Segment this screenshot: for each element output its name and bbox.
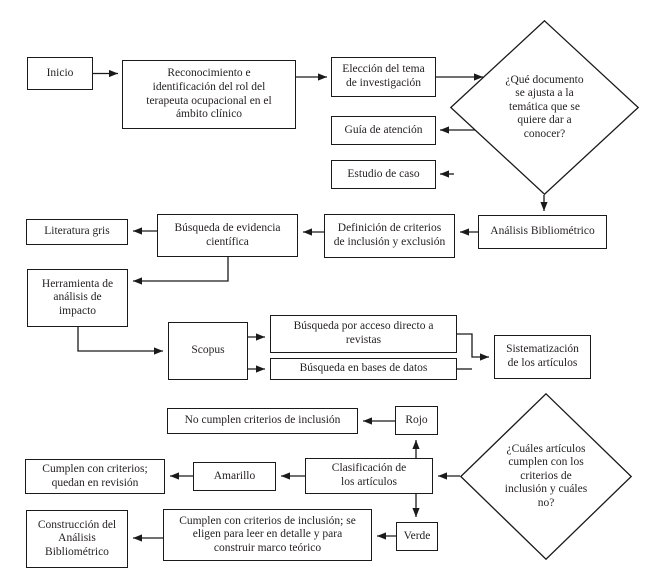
process-node-cumplen-revision: Cumplen con criterios; quedan en revisió…	[25, 459, 165, 494]
process-node-sistematizacion: Sistematización de los artículos	[494, 335, 591, 379]
node-label: Rojo	[405, 413, 428, 426]
arrowhead-e-decision-analisis	[540, 202, 548, 211]
arrowhead-e-clasificacion-verde	[412, 508, 420, 517]
arrowhead-e-reconocimiento-eleccion	[318, 73, 327, 81]
process-node-estudio-caso: Estudio de caso	[331, 160, 436, 189]
process-node-verde: Verde	[396, 522, 438, 551]
node-label: Herramienta de análisis de impacto	[41, 277, 114, 317]
arrowhead-e-detalle-construccion	[133, 534, 142, 542]
process-node-no-cumplen: No cumplen criterios de inclusión	[167, 408, 358, 434]
arrowhead-e-clasificacion-rojo	[412, 440, 420, 449]
arrowhead-e-rojo-nocumplen	[363, 417, 372, 425]
arrowhead-e-inicio-reconocimiento	[109, 69, 118, 78]
diamond-shape	[449, 19, 640, 196]
diamond-shape	[459, 392, 633, 561]
process-node-clasificacion: Clasificación de los artículos	[305, 458, 433, 494]
node-label: Cumplen con criterios de inclusión; se e…	[179, 514, 356, 554]
node-label: Búsqueda de evidencia científica	[174, 221, 281, 248]
process-node-guia-atencion: Guía de atención	[331, 116, 436, 145]
node-label: Clasificación de los artículos	[331, 462, 407, 488]
process-node-busqueda-evid: Búsqueda de evidencia científica	[157, 214, 298, 257]
arrowhead-e-decision2-clasificacion	[438, 472, 447, 480]
arrowhead-e-scopus-bases	[256, 365, 265, 373]
arrowhead-e-herramienta-scopus	[154, 347, 163, 355]
process-node-construccion: Construcción del Análisis Bibliométrico	[26, 510, 128, 568]
node-label: Sistematización de los artículos	[506, 343, 579, 369]
node-label: Elección del tema de investigación	[342, 63, 425, 89]
arrowhead-e-analisis-definicion	[460, 228, 469, 236]
arrowhead-e-eleccion-decision	[474, 73, 483, 81]
node-label: Scopus	[191, 344, 225, 357]
decision-node-decision-articulos: ¿Cuáles artículos cumplen con los criter…	[459, 392, 633, 561]
edge-e-herramienta-scopus	[77, 327, 163, 352]
arrowhead-e-revistas-sistematizacion	[480, 353, 489, 361]
node-label: Cumplen con criterios; quedan en revisió…	[42, 462, 148, 489]
process-node-analisis-biblio: Análisis Bibliométrico	[478, 215, 607, 249]
process-node-definicion-crit: Definición de criterios de inclusión y e…	[324, 214, 455, 258]
process-node-herramienta: Herramienta de análisis de impacto	[27, 269, 128, 327]
arrowhead-e-amarillo-cumplen	[170, 472, 179, 480]
node-label: Amarillo	[213, 469, 256, 482]
process-node-reconocimiento: Reconocimiento e identificación del rol …	[122, 60, 296, 129]
node-label: Guía de atención	[344, 123, 423, 136]
edge-e-busqueda-herramienta	[133, 257, 229, 282]
edge-e-revistas-sistematizacion	[457, 333, 489, 358]
arrowhead-e-verde-detalle	[377, 532, 386, 540]
arrowhead-e-scopus-revistas	[256, 333, 265, 341]
process-node-amarillo: Amarillo	[193, 462, 276, 491]
node-label: Reconocimiento e identificación del rol …	[146, 67, 272, 121]
arrowhead-e-definicion-busqueda	[303, 228, 312, 236]
process-node-scopus: Scopus	[168, 322, 248, 380]
arrowhead-e-decision-guia	[440, 126, 449, 134]
node-label: Literatura gris	[44, 225, 110, 238]
node-label: Inicio	[46, 66, 74, 79]
decision-node-decision-documento: ¿Qué documento se ajusta a la temática q…	[449, 19, 640, 196]
process-node-busq-bases: Búsqueda en bases de datos	[270, 358, 457, 380]
process-node-eleccion-tema: Elección del tema de investigación	[331, 57, 436, 97]
arrowhead-e-busqueda-herramienta	[133, 277, 142, 285]
arrowhead-e-busqueda-literatura	[133, 227, 142, 235]
node-label: Construcción del Análisis Bibliométrico	[37, 518, 117, 558]
process-node-cumplen-detalle: Cumplen con criterios de inclusión; se e…	[163, 509, 372, 561]
node-label: Definición de criterios de inclusión y e…	[333, 222, 446, 248]
process-node-literatura-gris: Literatura gris	[26, 219, 128, 245]
arrowhead-e-clasificacion-amarillo	[281, 472, 290, 480]
node-label: Búsqueda en bases de datos	[299, 362, 428, 375]
node-label: No cumplen criterios de inclusión	[184, 414, 341, 427]
process-node-rojo: Rojo	[395, 406, 438, 435]
node-label: Verde	[403, 529, 431, 542]
node-label: Estudio de caso	[347, 167, 420, 180]
arrowhead-e-decision-estudio	[440, 170, 449, 178]
node-label: Análisis Bibliométrico	[490, 225, 595, 238]
process-node-busq-revistas: Búsqueda por acceso directo a revistas	[270, 315, 457, 353]
process-node-inicio: Inicio	[27, 57, 93, 90]
node-label: Búsqueda por acceso directo a revistas	[293, 320, 434, 346]
